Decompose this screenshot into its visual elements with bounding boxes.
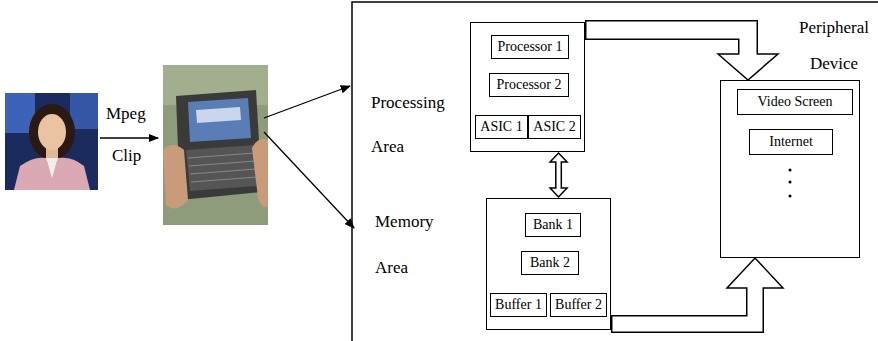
arrow-head xyxy=(718,54,778,80)
component-label: Internet xyxy=(769,134,813,149)
buffer-box: Buffer 2 xyxy=(550,293,607,317)
component-label: Bank 1 xyxy=(533,217,573,232)
asic-box: ASIC 1 xyxy=(475,115,528,139)
component-label: Bank 2 xyxy=(530,255,570,270)
news-photo xyxy=(5,93,98,190)
peripheral-device: Peripheral DeviceVideo ScreenInternet xyxy=(720,80,860,258)
component-label: Processor 2 xyxy=(497,77,562,92)
component-label: ASIC 2 xyxy=(533,119,575,134)
bank-box: Bank 2 xyxy=(521,251,579,275)
pointer-arrow xyxy=(264,132,354,228)
memory-area: Memory AreaBank 1Bank 2Buffer 1Buffer 2 xyxy=(486,198,611,330)
video-screen-box: Video Screen xyxy=(737,89,853,115)
component-label: Processor 1 xyxy=(498,39,563,54)
component-label: Buffer 1 xyxy=(495,297,542,312)
buffer-box: Buffer 1 xyxy=(490,293,547,317)
component-label: ASIC 1 xyxy=(480,119,522,134)
processor-box: Processor 2 xyxy=(489,73,569,97)
device-photo xyxy=(163,65,268,225)
processing-area: Processing AreaProcessor 1Processor 2ASI… xyxy=(470,22,585,152)
bank-box: Bank 1 xyxy=(525,213,581,237)
system-frame xyxy=(352,2,878,341)
arrow-fill xyxy=(613,286,756,324)
component-label: Buffer 2 xyxy=(555,297,602,312)
component-label: Video Screen xyxy=(758,94,833,109)
arrow-fill xyxy=(587,30,749,56)
clip-arrow xyxy=(100,137,158,138)
clip-label: Clip xyxy=(112,146,141,166)
ellipsis-dots xyxy=(789,169,792,198)
hollow-arrow xyxy=(611,258,783,324)
asic-box: ASIC 2 xyxy=(528,115,581,139)
arrow-fill xyxy=(557,160,561,190)
hollow-arrow xyxy=(550,153,567,197)
hollow-arrow xyxy=(585,30,778,80)
arrow-head xyxy=(727,258,783,288)
area-label: Memory Area xyxy=(375,199,455,291)
processor-box: Processor 1 xyxy=(491,35,569,59)
area-label: Peripheral Device xyxy=(791,10,877,82)
clip-label: Mpeg xyxy=(106,104,146,124)
area-label: Processing Area xyxy=(371,81,461,169)
internet-box: Internet xyxy=(749,129,833,155)
pointer-arrow xyxy=(264,86,350,118)
